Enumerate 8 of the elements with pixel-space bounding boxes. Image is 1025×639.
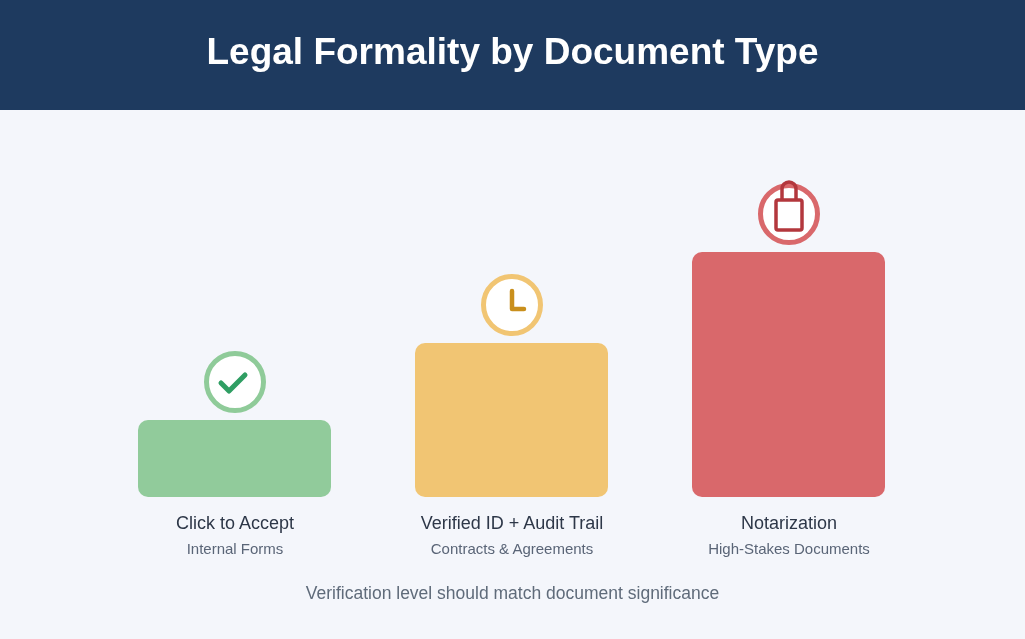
caption-text: Verification level should match document significance [305, 583, 720, 603]
level-heading: Notarization [740, 513, 837, 533]
level-heading: Click to Accept [175, 513, 294, 533]
document-type-label: Contracts & Agreements [430, 540, 594, 557]
level-heading: Verified ID + Audit Trail [420, 513, 604, 533]
title-text: Legal Formality by Document Type [206, 31, 819, 72]
document-type-label: High-Stakes Documents [708, 540, 870, 557]
document-type-label: Internal Forms [186, 540, 284, 557]
